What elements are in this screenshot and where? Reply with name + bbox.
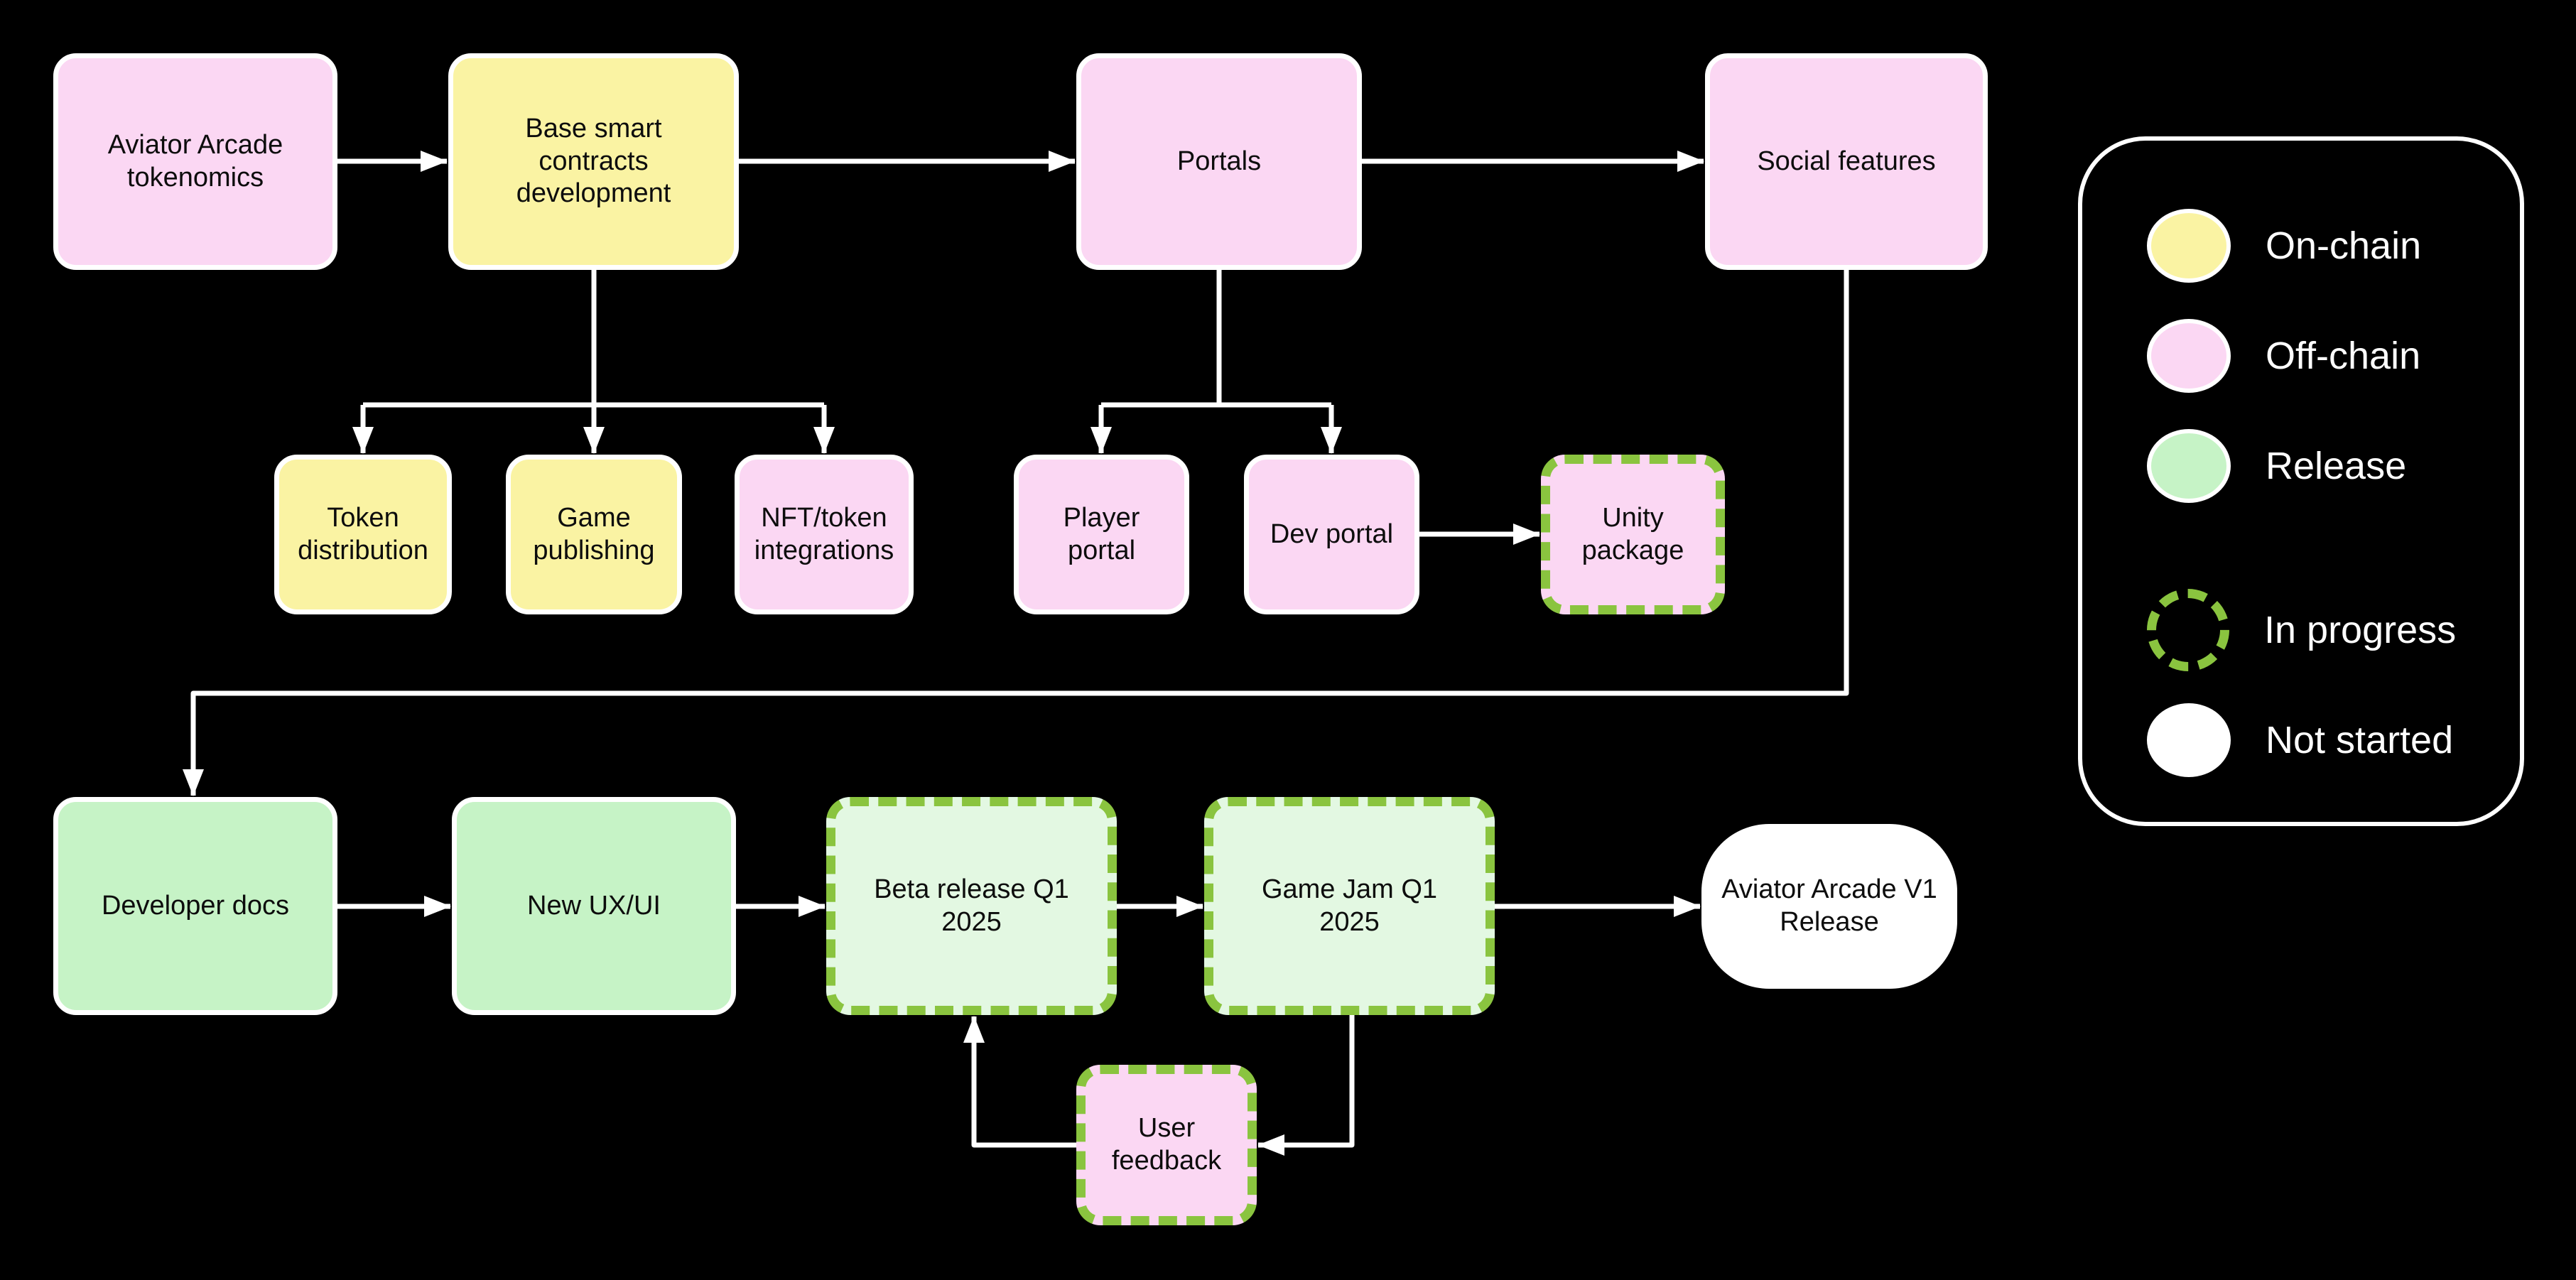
node-label: Social features	[1757, 146, 1936, 176]
node-beta-release: Beta release Q1 2025	[826, 797, 1117, 1015]
legend-item-on-chain: On-chain	[2147, 203, 2421, 288]
in-progress-swatch-icon	[2147, 589, 2229, 671]
not-started-swatch-icon	[2147, 703, 2231, 777]
node-token-distribution: Token distribution	[274, 455, 452, 614]
node-social-features: Social features	[1705, 53, 1988, 270]
legend-item-release: Release	[2147, 423, 2406, 509]
node-label: Game publishing	[533, 502, 655, 565]
node-label: Dev portal	[1270, 519, 1394, 549]
off-chain-swatch-icon	[2147, 319, 2231, 393]
node-developer-docs: Developer docs	[53, 797, 337, 1015]
node-label: Portals	[1176, 146, 1262, 176]
node-v1-release: Aviator Arcade V1 Release	[1701, 824, 1957, 989]
node-label: Beta release Q1 2025	[874, 874, 1069, 937]
node-label: Developer docs	[101, 890, 290, 921]
legend-label: On-chain	[2266, 224, 2422, 267]
edge-gamejam-to-feedback	[1257, 1014, 1355, 1156]
node-label: Base smart contracts development	[516, 114, 671, 209]
node-label: Aviator Arcade tokenomics	[107, 129, 283, 192]
node-portals: Portals	[1076, 53, 1362, 270]
node-label: Player portal	[1063, 502, 1140, 565]
node-player-portal: Player portal	[1014, 455, 1189, 614]
node-new-ux-ui: New UX/UI	[452, 797, 736, 1015]
node-label: Game Jam Q1 2025	[1261, 874, 1438, 937]
legend-label: Not started	[2266, 719, 2454, 761]
release-swatch-icon	[2147, 429, 2231, 503]
legend-label: In progress	[2264, 609, 2457, 651]
node-label: New UX/UI	[527, 890, 661, 921]
node-game-jam: Game Jam Q1 2025	[1204, 797, 1495, 1015]
legend-item-in-progress: In progress	[2147, 587, 2456, 673]
node-aviator-arcade-tokenomics: Aviator Arcade tokenomics	[53, 53, 337, 270]
on-chain-swatch-icon	[2147, 209, 2231, 283]
node-label: Token distribution	[298, 502, 428, 565]
node-label: User feedback	[1111, 1113, 1222, 1176]
legend-item-off-chain: Off-chain	[2147, 313, 2420, 398]
node-user-feedback: User feedback	[1076, 1065, 1257, 1225]
legend-item-not-started: Not started	[2147, 698, 2453, 783]
edge-feedback-to-beta	[963, 1016, 1077, 1148]
node-label: Aviator Arcade V1 Release	[1721, 874, 1937, 937]
node-label: NFT/token integrations	[754, 502, 894, 565]
node-game-publishing: Game publishing	[506, 455, 682, 614]
legend: On-chain Off-chain Release In progress N…	[2078, 136, 2524, 826]
node-nft-token-integrations: NFT/token integrations	[735, 455, 914, 614]
edge-social-to-developer-docs	[183, 269, 1849, 796]
node-dev-portal: Dev portal	[1244, 455, 1419, 614]
node-unity-package: Unity package	[1541, 455, 1725, 614]
legend-label: Off-chain	[2266, 335, 2421, 377]
node-base-smart-contracts: Base smart contracts development	[448, 53, 739, 270]
node-label: Unity package	[1581, 502, 1684, 565]
legend-label: Release	[2266, 445, 2407, 487]
